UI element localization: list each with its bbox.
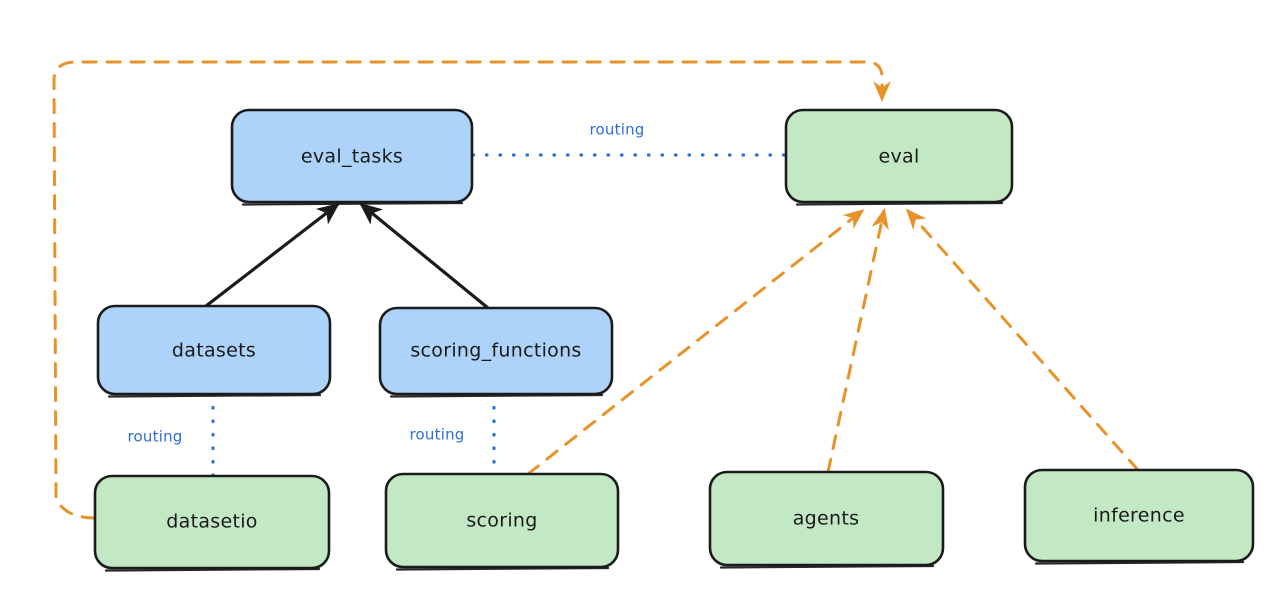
node-scoring-functions-sketch-underline bbox=[389, 393, 604, 398]
node-eval-shape[interactable] bbox=[784, 108, 1014, 204]
node-agents-sketch-underline bbox=[719, 564, 935, 569]
edge-scoring-functions-eval-tasks bbox=[359, 202, 490, 310]
node-eval-tasks-shape[interactable] bbox=[230, 108, 474, 204]
node-eval-sketch-underline bbox=[795, 201, 1004, 206]
node-datasets[interactable]: datasets bbox=[96, 304, 332, 398]
node-agents[interactable]: agents bbox=[708, 470, 945, 569]
node-layer: eval_tasks eval datasets scoring_functio… bbox=[93, 108, 1255, 572]
node-datasetio-label: datasetio bbox=[166, 511, 257, 533]
edge-label-routing-scoring-functions-scoring: routing bbox=[410, 426, 465, 444]
node-eval-tasks-sketch-underline bbox=[241, 201, 464, 206]
edge-inference-eval bbox=[905, 208, 1140, 472]
edge-label-routing-datasets-datasetio: routing bbox=[128, 428, 183, 446]
node-agents-label: agents bbox=[793, 508, 860, 530]
node-eval[interactable]: eval bbox=[784, 108, 1014, 206]
node-scoring-functions[interactable]: scoring_functions bbox=[378, 306, 614, 398]
edge-datasets-eval-tasks bbox=[204, 202, 340, 308]
node-eval-label: eval bbox=[878, 146, 919, 168]
node-eval-tasks[interactable]: eval_tasks bbox=[230, 108, 474, 206]
edge-layer bbox=[52, 60, 1140, 520]
node-inference-label: inference bbox=[1093, 505, 1185, 527]
node-datasets-sketch-underline bbox=[107, 393, 322, 398]
node-scoring-shape[interactable] bbox=[384, 472, 620, 569]
edge-label-layer: routing routing routing bbox=[128, 121, 645, 446]
node-datasets-label: datasets bbox=[172, 340, 256, 362]
node-inference-sketch-underline bbox=[1034, 560, 1245, 565]
edge-label-routing-eval-tasks-eval: routing bbox=[590, 121, 645, 139]
node-scoring-functions-label: scoring_functions bbox=[410, 340, 581, 362]
node-scoring[interactable]: scoring bbox=[384, 472, 620, 571]
node-datasetio-sketch-underline bbox=[104, 567, 321, 572]
node-eval-tasks-label: eval_tasks bbox=[301, 146, 403, 168]
edge-agents-eval bbox=[826, 207, 889, 474]
node-inference-shape[interactable] bbox=[1023, 468, 1255, 563]
node-inference[interactable]: inference bbox=[1023, 468, 1255, 565]
node-scoring-functions-shape[interactable] bbox=[378, 306, 614, 396]
node-scoring-label: scoring bbox=[466, 510, 537, 532]
node-datasetio[interactable]: datasetio bbox=[93, 474, 331, 572]
edge-scoring-eval bbox=[526, 209, 865, 476]
node-scoring-sketch-underline bbox=[395, 566, 610, 571]
edge-datasetio-eval bbox=[52, 60, 891, 520]
node-datasets-shape[interactable] bbox=[96, 304, 332, 396]
node-agents-shape[interactable] bbox=[708, 470, 945, 567]
node-datasetio-shape[interactable] bbox=[93, 474, 331, 570]
